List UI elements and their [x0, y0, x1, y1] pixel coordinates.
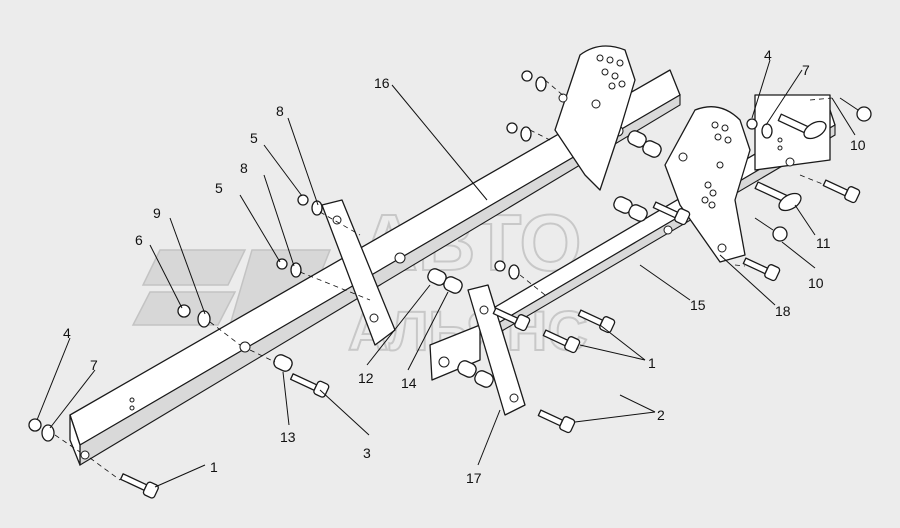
- callout-8-upper: 8: [276, 103, 284, 119]
- callout-labels: 16 8 5 8 5 9 6 4 7 12 14 13 3 1 17 2 1 1…: [63, 47, 866, 486]
- callout-16: 16: [374, 75, 390, 91]
- callout-9: 9: [153, 205, 161, 221]
- bolts: [119, 179, 861, 499]
- callout-7-left: 7: [90, 357, 98, 373]
- callout-10-upper: 10: [850, 137, 866, 153]
- callout-11: 11: [816, 235, 831, 251]
- callout-4-right: 4: [764, 47, 772, 63]
- main-beam: [69, 69, 681, 466]
- callout-7-right: 7: [802, 62, 810, 78]
- assembly-lines: [54, 79, 833, 481]
- right-bracket-plate: [664, 106, 751, 263]
- callout-14: 14: [401, 375, 417, 391]
- callout-4-left: 4: [63, 325, 71, 341]
- nuts-and-washers: [28, 70, 773, 442]
- callout-10-lower: 10: [808, 275, 824, 291]
- callout-12: 12: [358, 370, 374, 386]
- callout-1-right: 1: [648, 355, 656, 371]
- callout-5-lower: 5: [215, 180, 223, 196]
- callout-2: 2: [657, 407, 665, 423]
- callout-8-lower: 8: [240, 160, 248, 176]
- callout-18: 18: [775, 303, 791, 319]
- callout-13: 13: [280, 429, 296, 445]
- callout-1-bottom: 1: [210, 459, 218, 475]
- second-beam: [489, 94, 836, 336]
- callout-3: 3: [363, 445, 371, 461]
- callout-5-upper: 5: [250, 130, 258, 146]
- callout-17: 17: [466, 470, 482, 486]
- top-bracket-plate: [554, 45, 636, 191]
- callout-15: 15: [690, 297, 706, 313]
- clamp-plates: [429, 284, 526, 416]
- bushings: [273, 130, 662, 388]
- callout-6: 6: [135, 232, 143, 248]
- leader-lines: [36, 59, 856, 488]
